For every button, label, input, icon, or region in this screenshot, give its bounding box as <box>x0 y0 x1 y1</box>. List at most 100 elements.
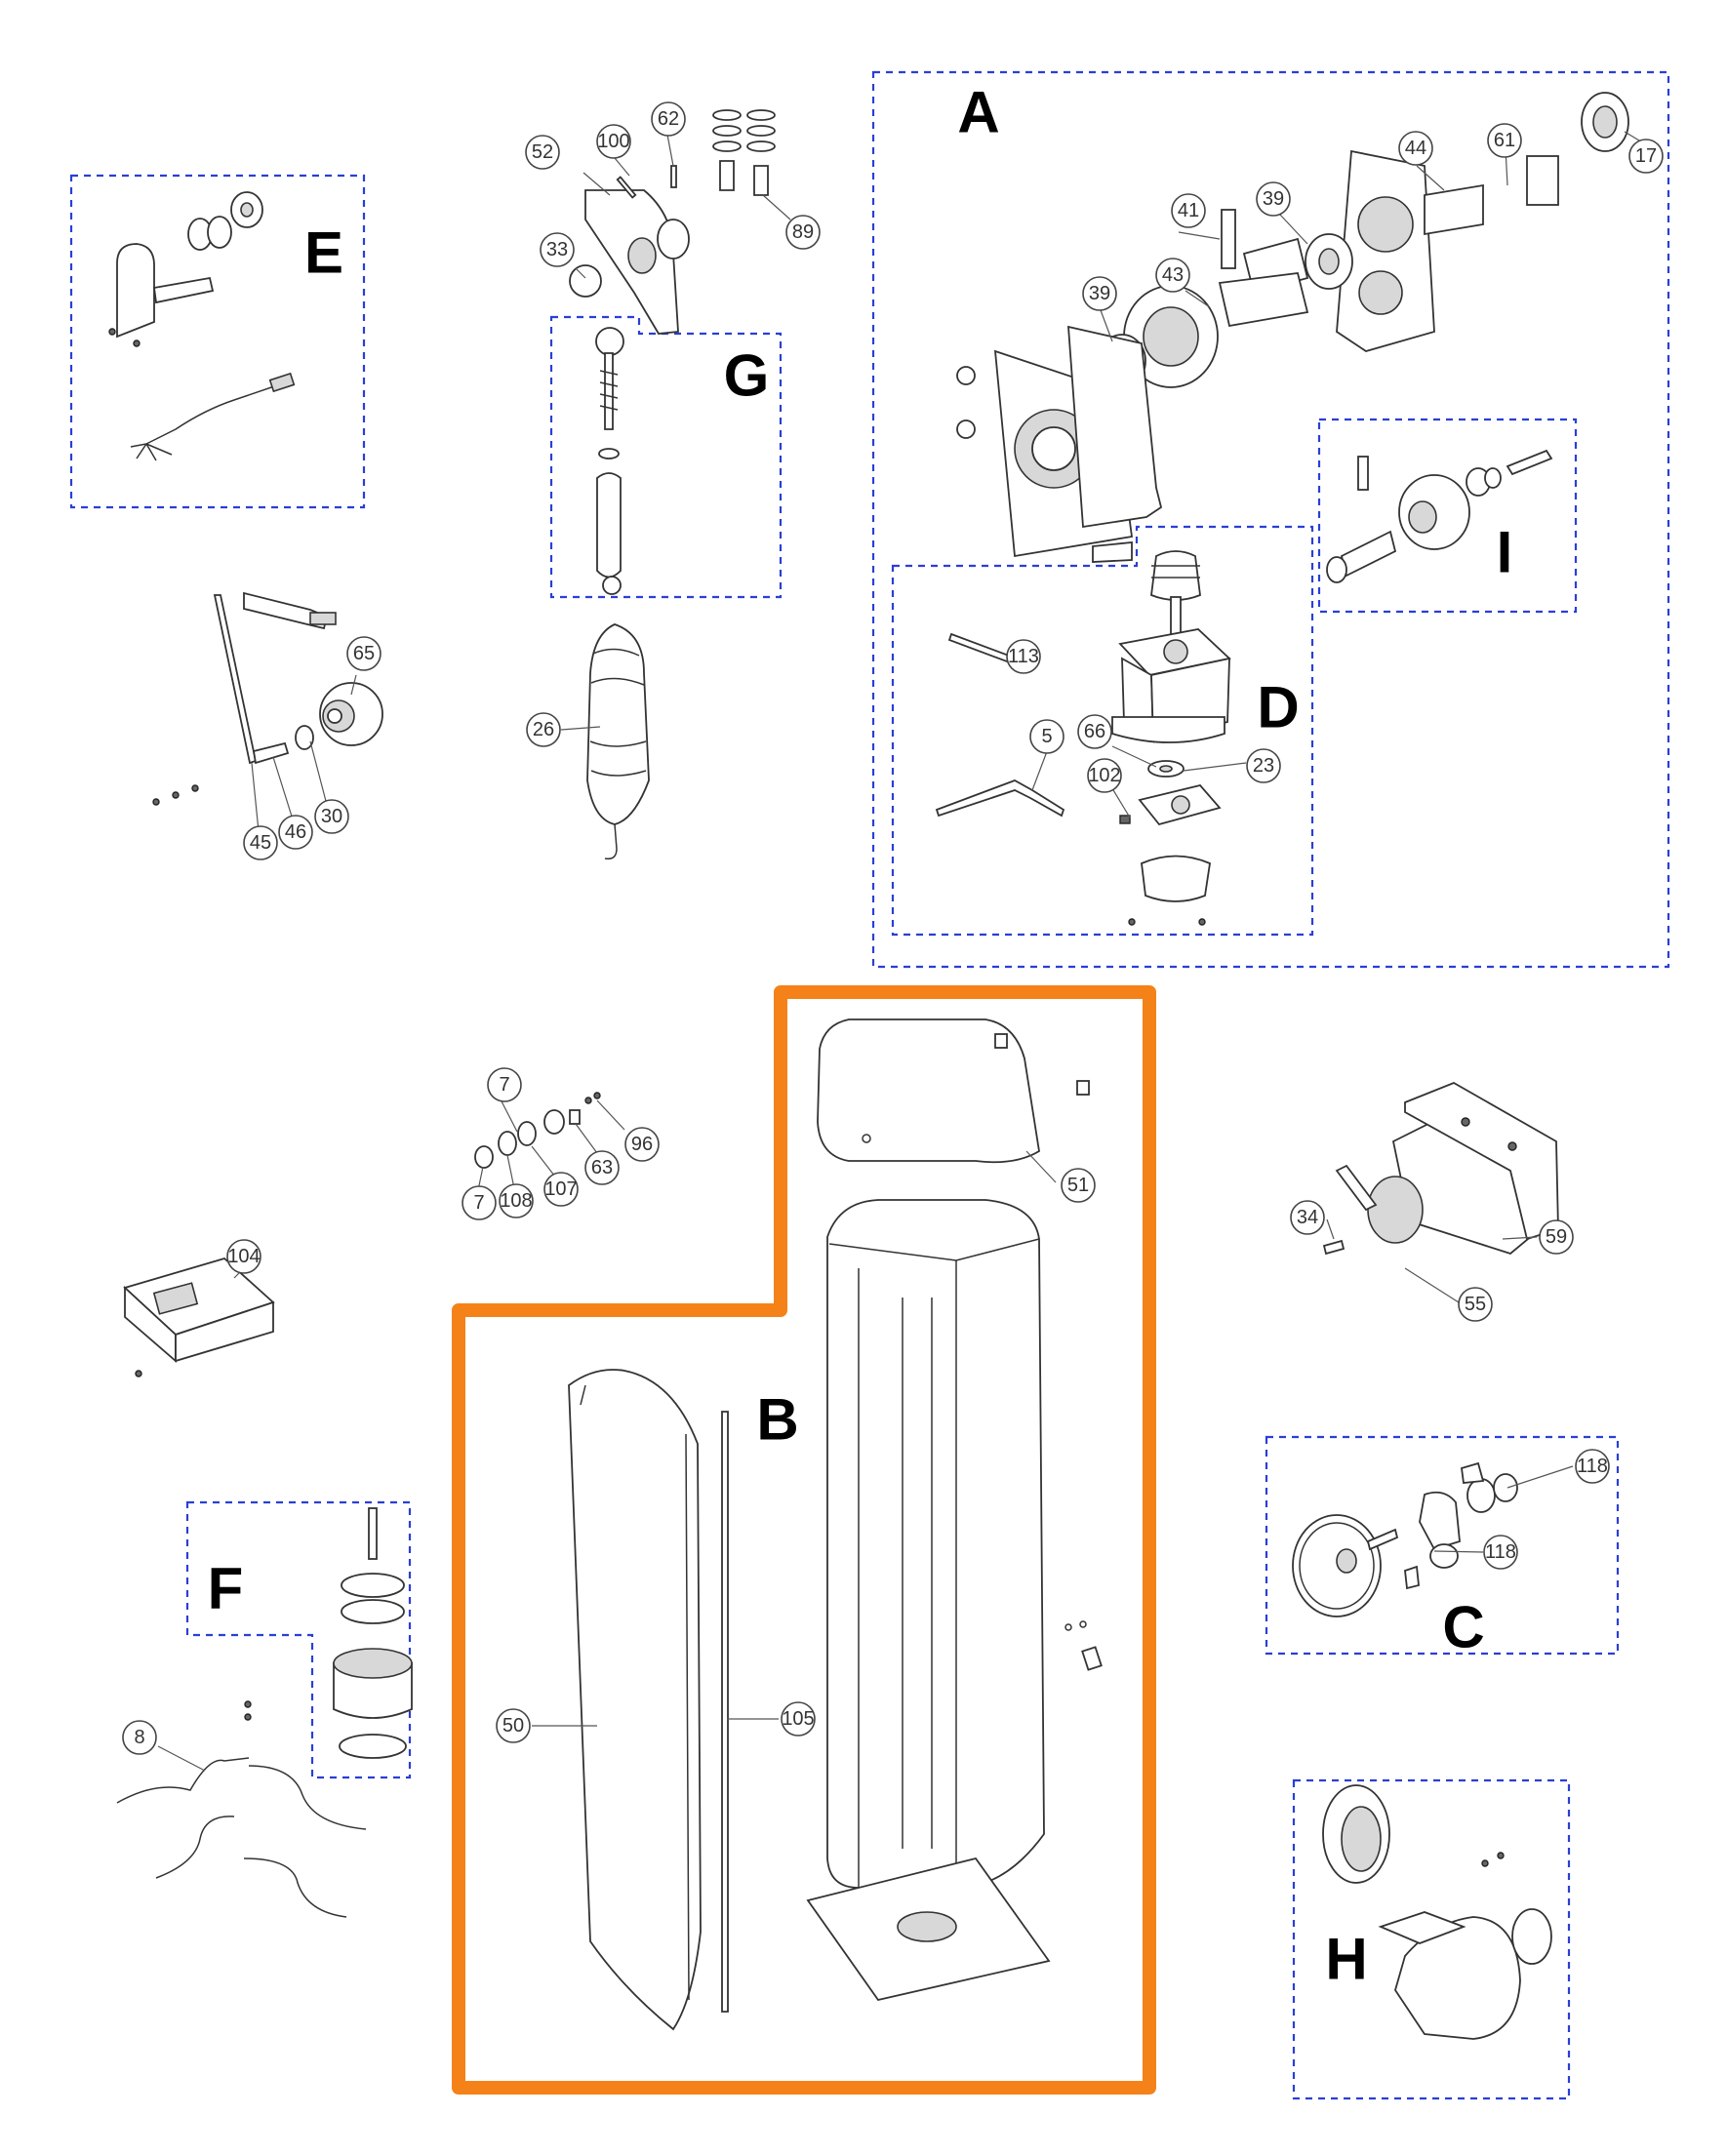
group-label-e: E <box>304 220 343 286</box>
part-label: 55 <box>1458 1287 1493 1322</box>
part-label: 66 <box>1077 714 1112 749</box>
svg-text:102: 102 <box>1088 765 1120 786</box>
svg-text:96: 96 <box>631 1134 653 1155</box>
svg-text:8: 8 <box>134 1727 144 1748</box>
svg-text:59: 59 <box>1546 1226 1567 1248</box>
part-label: 8 <box>122 1720 157 1755</box>
group-label-g: G <box>724 343 770 409</box>
part-label: 23 <box>1246 748 1281 783</box>
part-label: 34 <box>1290 1200 1325 1235</box>
svg-text:34: 34 <box>1297 1207 1318 1228</box>
part-label: 113 <box>1006 639 1041 674</box>
group-label-i: I <box>1497 520 1513 585</box>
svg-text:39: 39 <box>1089 283 1110 304</box>
part-label: 65 <box>346 636 382 671</box>
box-group-d <box>891 525 1314 937</box>
group-f-parts <box>333 1507 413 1759</box>
box-group-g <box>549 315 783 599</box>
group-label-c: C <box>1442 1595 1484 1660</box>
group-letters: A E G I D B F C H <box>208 80 1513 1992</box>
part-labels: 52 100 62 89 33 26 17 61 44 39 41 43 39 … <box>122 101 1664 1755</box>
svg-text:65: 65 <box>353 643 375 664</box>
part-label: 39 <box>1082 276 1117 311</box>
part-label: 17 <box>1628 139 1664 174</box>
svg-text:39: 39 <box>1263 188 1284 210</box>
part-label: 89 <box>785 215 821 250</box>
part-drawings <box>108 92 1629 2040</box>
lever-assembly-parts <box>152 591 383 806</box>
control-board-parts <box>123 1257 275 1377</box>
hub-hardware-parts <box>474 1092 601 1169</box>
svg-text:104: 104 <box>227 1246 260 1267</box>
part-label: 105 <box>781 1701 816 1737</box>
svg-text:33: 33 <box>546 239 568 260</box>
svg-text:89: 89 <box>792 221 814 243</box>
group-label-b: B <box>756 1387 798 1453</box>
part-label: 45 <box>243 825 278 860</box>
group-label-a: A <box>957 80 999 145</box>
svg-text:55: 55 <box>1465 1294 1486 1315</box>
group-a-parts <box>956 92 1629 563</box>
part-label: 26 <box>526 712 561 747</box>
svg-text:100: 100 <box>597 131 629 152</box>
part-label: 30 <box>314 799 349 834</box>
part-label: 104 <box>226 1239 261 1274</box>
group-label-f: F <box>208 1556 244 1621</box>
part-label: 33 <box>540 232 575 267</box>
box-group-a <box>871 70 1670 969</box>
svg-text:5: 5 <box>1041 726 1052 747</box>
group-g-parts <box>569 109 776 860</box>
group-label-d: D <box>1257 675 1299 740</box>
box-group-i <box>1317 418 1578 614</box>
group-label-h: H <box>1325 1927 1367 1992</box>
part-label: 118 <box>1483 1535 1518 1570</box>
box-group-h <box>1292 1778 1571 2100</box>
svg-text:108: 108 <box>500 1190 532 1212</box>
part-label: 50 <box>496 1708 531 1743</box>
group-c-parts <box>1292 1461 1518 1617</box>
svg-text:7: 7 <box>499 1074 509 1096</box>
mounting-plate-parts <box>1322 1082 1559 1256</box>
part-label: 96 <box>624 1127 660 1162</box>
svg-text:30: 30 <box>321 806 342 827</box>
part-label: 7 <box>462 1185 497 1220</box>
part-label: 102 <box>1087 758 1122 793</box>
svg-text:50: 50 <box>502 1715 524 1737</box>
group-h-parts <box>1322 1784 1552 2040</box>
box-group-c <box>1265 1435 1620 1656</box>
svg-text:44: 44 <box>1405 138 1426 159</box>
box-group-e <box>69 174 366 509</box>
group-boxes <box>69 70 1670 2100</box>
part-label: 59 <box>1539 1219 1574 1255</box>
part-label: 43 <box>1155 258 1190 293</box>
cable-parts <box>116 1700 367 1918</box>
group-d-parts <box>935 550 1231 926</box>
part-label: 52 <box>525 135 560 170</box>
part-label: 51 <box>1061 1168 1096 1203</box>
part-label: 107 <box>543 1172 579 1207</box>
group-e-parts <box>108 191 296 461</box>
svg-text:66: 66 <box>1084 721 1105 742</box>
group-i-parts <box>1326 449 1553 583</box>
svg-text:46: 46 <box>285 821 306 843</box>
part-label: 39 <box>1256 181 1291 217</box>
svg-text:7: 7 <box>473 1192 484 1214</box>
svg-text:62: 62 <box>658 108 679 130</box>
part-label: 108 <box>499 1183 534 1218</box>
part-label: 7 <box>487 1067 522 1102</box>
svg-text:26: 26 <box>533 719 554 740</box>
svg-text:17: 17 <box>1635 145 1657 167</box>
part-label: 62 <box>651 101 686 137</box>
svg-text:107: 107 <box>544 1178 577 1200</box>
part-label: 44 <box>1398 131 1433 166</box>
svg-text:52: 52 <box>532 141 553 163</box>
group-b-parts <box>568 1018 1103 2031</box>
svg-text:63: 63 <box>591 1157 613 1178</box>
svg-text:41: 41 <box>1178 200 1199 221</box>
svg-text:61: 61 <box>1494 130 1515 151</box>
box-group-f <box>185 1500 412 1779</box>
svg-text:118: 118 <box>1577 1456 1608 1477</box>
svg-text:23: 23 <box>1253 755 1274 777</box>
svg-text:45: 45 <box>250 832 271 854</box>
